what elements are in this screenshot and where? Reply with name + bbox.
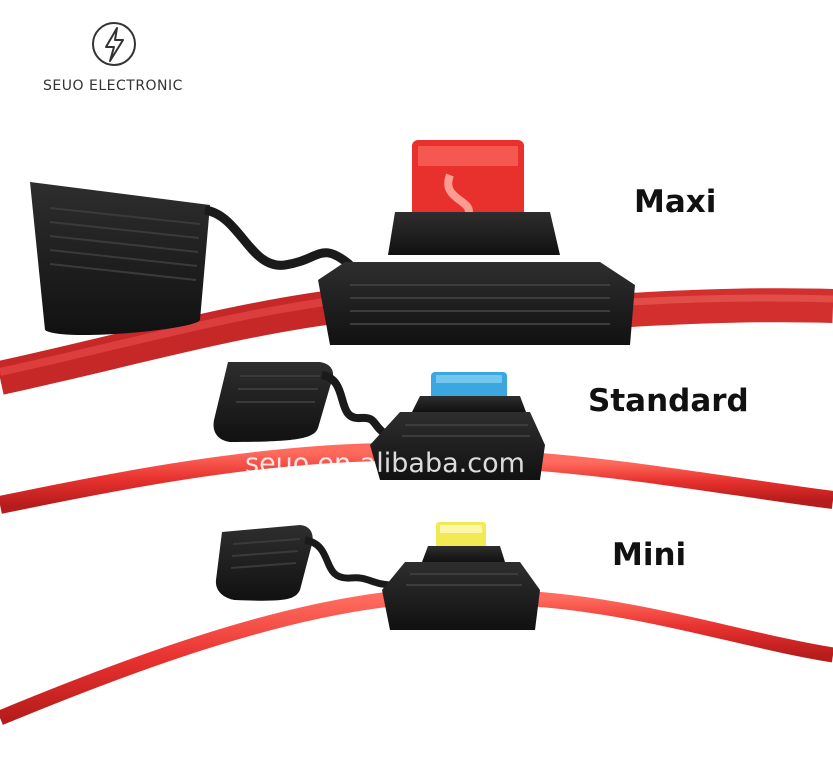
maxi-cap xyxy=(30,182,353,336)
mini-cap xyxy=(215,525,396,601)
maxi-wire xyxy=(0,288,833,395)
label-standard: Standard xyxy=(588,383,749,419)
brand-name: SEUO ELECTRONIC xyxy=(43,78,183,94)
lightning-circle-icon xyxy=(92,22,136,66)
brand-logo: SEUO ELECTRONIC xyxy=(28,20,198,100)
standard-wire xyxy=(0,443,833,514)
label-mini: Mini xyxy=(612,537,687,573)
standard-holder xyxy=(370,372,545,480)
mini-holder xyxy=(382,522,540,630)
label-maxi: Maxi xyxy=(634,184,717,220)
maxi-holder xyxy=(318,140,635,345)
mini-wire xyxy=(0,590,833,725)
standard-cap xyxy=(213,362,397,442)
watermark: seuo.en.alibaba.com xyxy=(245,448,525,479)
